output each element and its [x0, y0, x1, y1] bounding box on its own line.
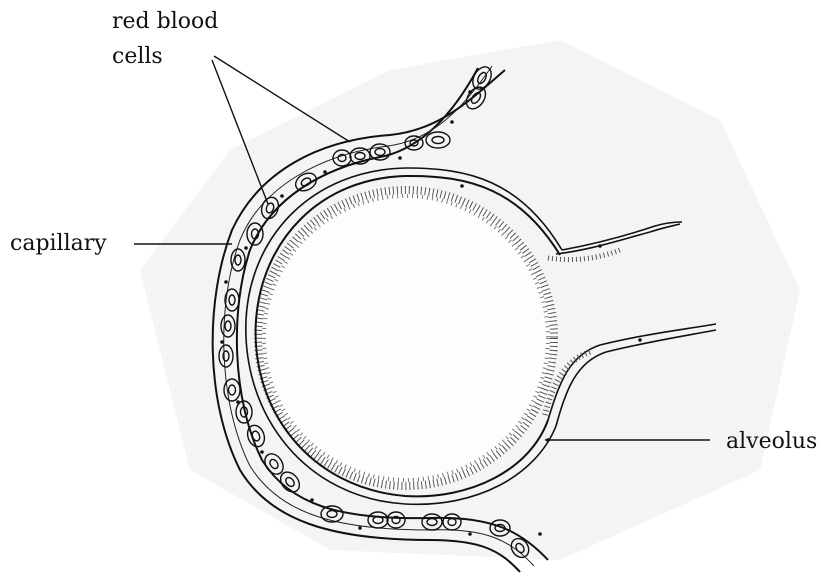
label-capillary: capillary: [10, 230, 107, 258]
label-alveolus: alveolus: [726, 428, 817, 456]
label-red-blood-cells-line2: cells: [112, 43, 163, 71]
label-red-blood-cells-line1: red blood: [112, 8, 218, 36]
